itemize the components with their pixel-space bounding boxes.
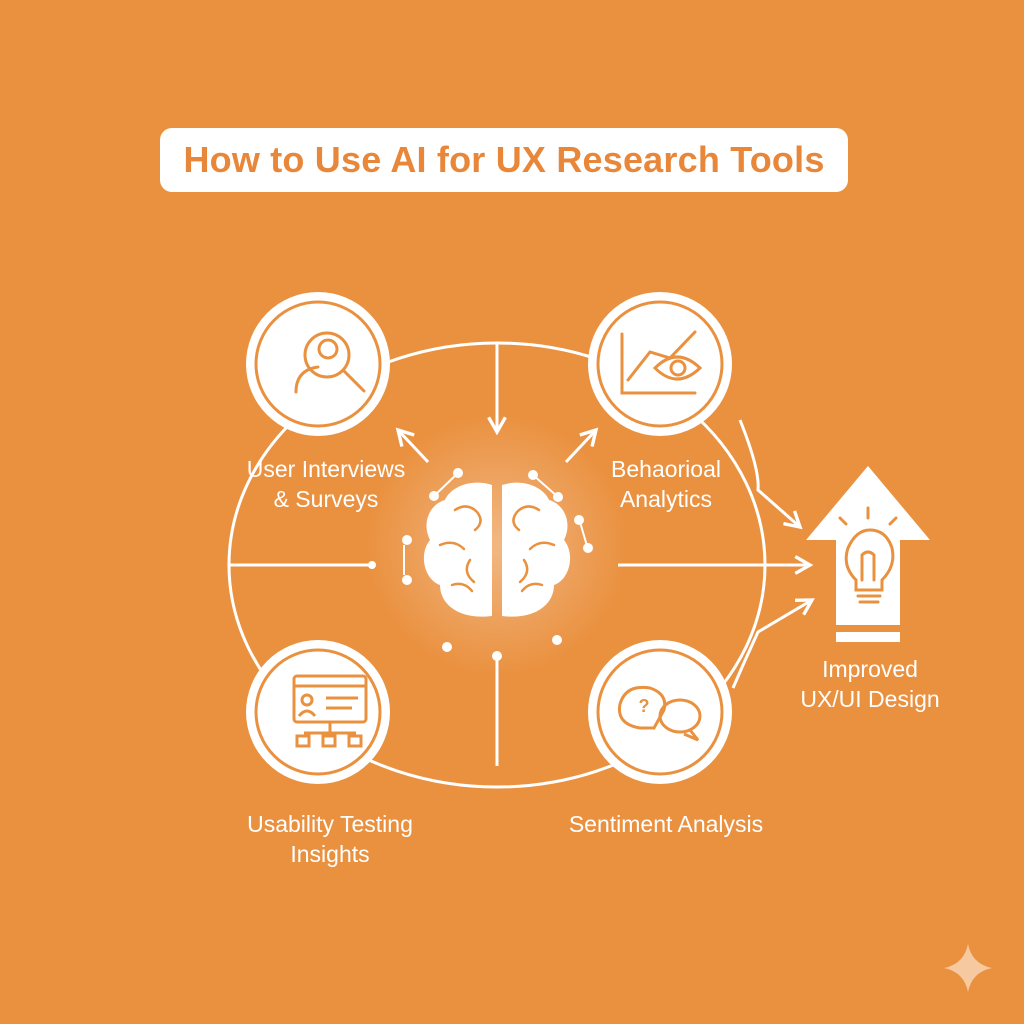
user-search-icon xyxy=(294,331,366,394)
usability-window-icon xyxy=(292,674,368,748)
title-banner: How to Use AI for UX Research Tools xyxy=(160,128,848,192)
node-behavioral-analytics xyxy=(588,292,732,436)
page-title: How to Use AI for UX Research Tools xyxy=(183,139,825,180)
svg-text:?: ? xyxy=(639,696,650,716)
label-sentiment: Sentiment Analysis xyxy=(569,811,763,837)
outcome-graphic xyxy=(806,466,930,642)
label-behavioral-2: Analytics xyxy=(620,486,712,512)
up-arrow-icon xyxy=(806,466,930,625)
brain-icon xyxy=(367,415,627,675)
label-usability-1: Usability Testing xyxy=(247,811,413,837)
analytics-eye-icon xyxy=(620,330,703,395)
lightbulb-icon xyxy=(838,506,898,604)
sparkle-icon xyxy=(944,944,992,992)
label-outcome-1: Improved xyxy=(822,656,918,682)
chat-bubbles-icon: ? xyxy=(617,685,702,742)
node-usability-testing xyxy=(246,640,390,784)
label-outcome-2: UX/UI Design xyxy=(800,686,939,712)
label-user-interviews-1: User Interviews xyxy=(247,456,405,482)
node-sentiment-analysis: ? xyxy=(588,640,732,784)
label-behavioral-1: Behaorioal xyxy=(611,456,721,482)
label-usability-2: Insights xyxy=(290,841,369,867)
node-user-interviews xyxy=(246,292,390,436)
label-user-interviews-2: & Surveys xyxy=(274,486,379,512)
